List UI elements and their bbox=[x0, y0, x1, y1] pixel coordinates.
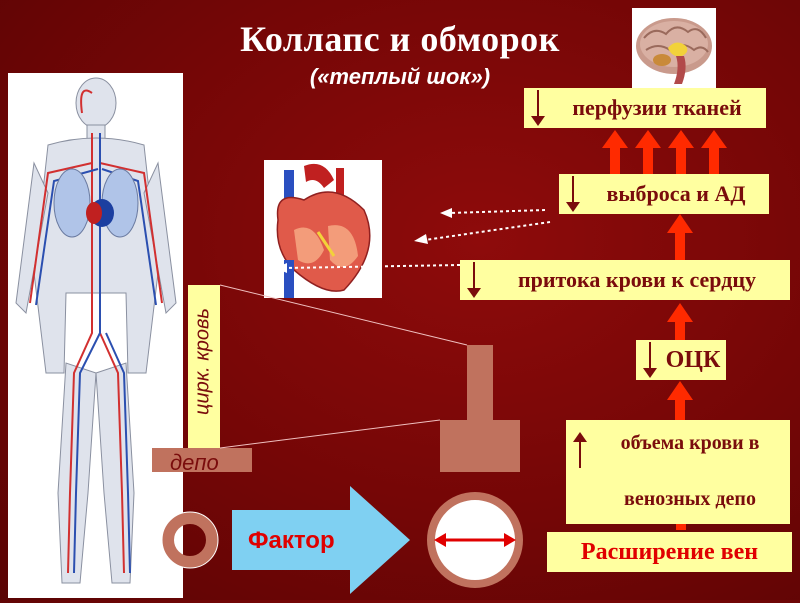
box-dilation: Расширение вен bbox=[547, 532, 792, 572]
box-occ: ОЦК bbox=[636, 340, 726, 380]
box-output: выброса и АД bbox=[559, 174, 769, 214]
circulatory-figure-panel bbox=[8, 73, 183, 598]
circ-blood-label: цирк. кровь bbox=[191, 308, 214, 415]
box-output-text: выброса и АД bbox=[606, 181, 746, 206]
vessel-depot-base bbox=[440, 420, 520, 472]
brain-icon bbox=[636, 18, 712, 84]
circ-blood-bar bbox=[188, 285, 220, 450]
box-volume-line1: объема крови в bbox=[620, 432, 760, 454]
slide-subtitle: («теплый шок») bbox=[309, 64, 491, 89]
brain-image-panel bbox=[632, 8, 716, 90]
slide-title: Коллапс и обморок bbox=[240, 19, 560, 59]
human-circulation-icon bbox=[15, 77, 177, 584]
down-arrow-icon bbox=[566, 176, 580, 212]
box-perfusion-text: перфузии тканей bbox=[572, 95, 742, 120]
factor-label: Фактор bbox=[248, 527, 335, 554]
down-arrow-icon bbox=[643, 342, 657, 378]
box-inflow-text: притока крови к сердцу bbox=[517, 267, 757, 292]
box-volume-line2: венозных депо bbox=[624, 488, 756, 510]
depot-label: депо bbox=[170, 450, 219, 475]
box-perfusion: перфузии тканей bbox=[524, 88, 766, 128]
up-arrow-icon bbox=[573, 432, 587, 468]
depot-bar bbox=[152, 448, 252, 472]
box-occ-text: ОЦК bbox=[665, 346, 721, 373]
box-inflow: притока крови к сердцу bbox=[460, 260, 790, 300]
box-volume: объема крови в венозных депо bbox=[566, 420, 790, 524]
heart-icon bbox=[276, 163, 371, 298]
vessel-depot-stem bbox=[467, 345, 493, 423]
box-dilation-text: Расширение вен bbox=[580, 538, 759, 565]
down-arrow-icon bbox=[531, 90, 545, 126]
heart-image-panel bbox=[264, 160, 382, 298]
down-arrow-icon bbox=[467, 262, 481, 298]
